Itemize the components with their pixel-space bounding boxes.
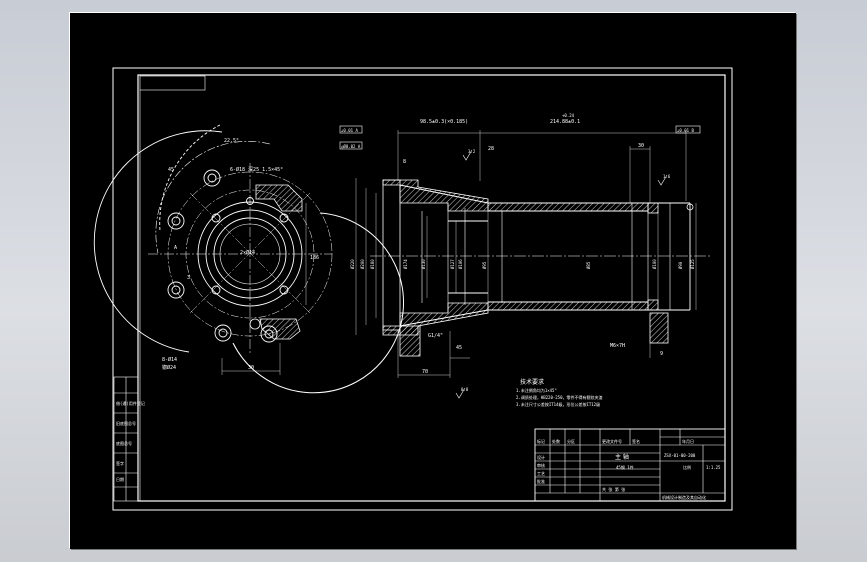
dia-label-6: Ø106 (458, 259, 463, 269)
roughness-2: 0.8 (461, 387, 469, 392)
left-view-hatch-bottom (259, 318, 301, 340)
title-block-headers: 标记 处数 分区 更改文件号 签名 年月日 (537, 438, 694, 444)
label-small-dim: 3 (187, 275, 190, 281)
tb-role-0: 设计 (537, 454, 545, 460)
tech-req-line-1: 2.调质处理，HB220-250，零件不得有裂纹夹渣 (516, 394, 603, 400)
tol-frame-right: ⊥0.01 B (677, 128, 694, 133)
dia-label-11: Ø125 (690, 259, 695, 269)
dia-label-3: Ø174 (403, 259, 408, 269)
dia-label-0: Ø220 (350, 259, 355, 269)
label-bolt-callout: 6-Ø18 深25 1.5×45° (230, 166, 283, 173)
dia-label-5: Ø127 (450, 259, 455, 269)
drawing-svg: 借(通)用件登记 旧底图总号 底图总号 签字 日期 (93, 67, 733, 511)
dim-small-top2: 8 (403, 159, 406, 165)
tb-header-0: 标记 (537, 438, 545, 444)
section-hatch-plug (649, 312, 669, 344)
label-dim-bottom: 30 (248, 365, 254, 371)
thread-note2: M6×7H (610, 343, 625, 349)
dim-70: 70 (422, 369, 428, 375)
roughness-marks (455, 149, 668, 399)
tb-role-3: 批准 (537, 478, 545, 484)
dim-top-left: 98.5±0.3(×0.185) (420, 119, 468, 125)
dia-label-7: Ø95 (482, 261, 487, 269)
section-hatch-top (382, 179, 489, 212)
side-panel-labels: 借(通)用件登记 旧底图总号 底图总号 签字 日期 (116, 400, 145, 482)
label-hole-note2: 锪Ø24 (162, 364, 176, 371)
section-hatch-top-wall (487, 202, 649, 212)
tb-role-2: 工艺 (537, 471, 545, 476)
outer-frame (112, 67, 733, 511)
thread-note: G1/4" (428, 333, 443, 339)
tech-req-title: 技术要求 (520, 378, 544, 386)
side-label-4: 日期 (116, 476, 124, 482)
tb-drawing-no: ZSX-01-00-200 (664, 453, 696, 458)
dia-label-4: Ø130 (421, 259, 426, 269)
dim-45: 45 (456, 345, 462, 351)
cad-drawing-canvas[interactable]: 借(通)用件登记 旧底图总号 底图总号 签字 日期 (70, 13, 796, 549)
roughness-1: 1.6 (663, 174, 671, 179)
tb-part-name: 主 轴 (615, 453, 629, 461)
label-angle-top: 22.5° (224, 138, 239, 144)
roughness-0: 3.2 (468, 149, 476, 154)
tb-weight: 比例 (683, 464, 691, 470)
side-label-3: 签字 (116, 460, 124, 466)
tb-header-1: 处数 (552, 438, 560, 444)
tol-frame-left-1: ⊥0.01 A (341, 128, 358, 133)
tb-header-4: 签名 (632, 438, 640, 444)
tol-frame-left-2: ◎Ø0.02 A (341, 144, 361, 149)
left-view-hatch-top (255, 184, 303, 212)
label-angle-45: 45 (168, 167, 174, 173)
dia-label-1: Ø200 (360, 259, 365, 269)
tb-material: 45钢 1件 (616, 464, 634, 470)
tb-role-1: 审核 (537, 462, 545, 468)
dia-label-9: Ø100 (652, 259, 657, 269)
dia-label-2: Ø180 (370, 259, 375, 269)
dim-top-right2: +0.24 (562, 113, 575, 118)
tech-req-line-2: 3.未注尺寸公差按IT14级，形位公差按IT12级 (516, 401, 600, 407)
side-panel (113, 376, 139, 502)
label-dim-vertical: 186 (310, 255, 319, 261)
left-end-view (93, 124, 404, 394)
section-hatch-right-bot (647, 299, 659, 311)
tb-sheet: 共 张 第 张 (602, 486, 625, 492)
top-left-stamp (139, 75, 206, 91)
diameter-labels: Ø220 Ø200 Ø180 Ø174 Ø130 Ø127 Ø106 Ø95 Ø… (350, 259, 695, 269)
tb-scale: 1:1.25 (706, 465, 721, 470)
tb-header-2: 分区 (567, 438, 575, 444)
section-hatch-bottom-wall (487, 301, 649, 311)
side-label-2: 底图总号 (116, 440, 132, 446)
section-hatch-right-top (647, 202, 659, 214)
tb-header-5: 年月日 (682, 438, 694, 444)
dia-label-8: Ø85 (586, 261, 591, 269)
dim-9: 9 (660, 351, 663, 357)
label-hole-note: 8-Ø14 (162, 356, 177, 363)
dim-30: 30 (638, 143, 644, 149)
section-hatch-bottom (382, 302, 489, 336)
title-block-roles: 设计 审核 工艺 批准 (537, 454, 545, 484)
section-hatch-nut (399, 325, 421, 357)
dim-top-right: 214.88±0.1 (550, 119, 580, 125)
tb-school: 机械设计制造及其自动化 (662, 494, 706, 500)
title-block (534, 428, 726, 502)
inner-frame (137, 74, 726, 502)
label-keyway: 2×Ø14 (240, 249, 255, 256)
side-label-1: 旧底图总号 (116, 420, 136, 426)
dia-label-10: Ø90 (678, 261, 683, 269)
label-datum-a: A (174, 245, 177, 251)
side-label-0: 借(通)用件登记 (116, 400, 145, 406)
dim-small-top: 28 (488, 146, 494, 152)
tech-req-line-0: 1.未注倒角均为1×45° (516, 387, 557, 393)
tb-header-3: 更改文件号 (602, 438, 622, 444)
